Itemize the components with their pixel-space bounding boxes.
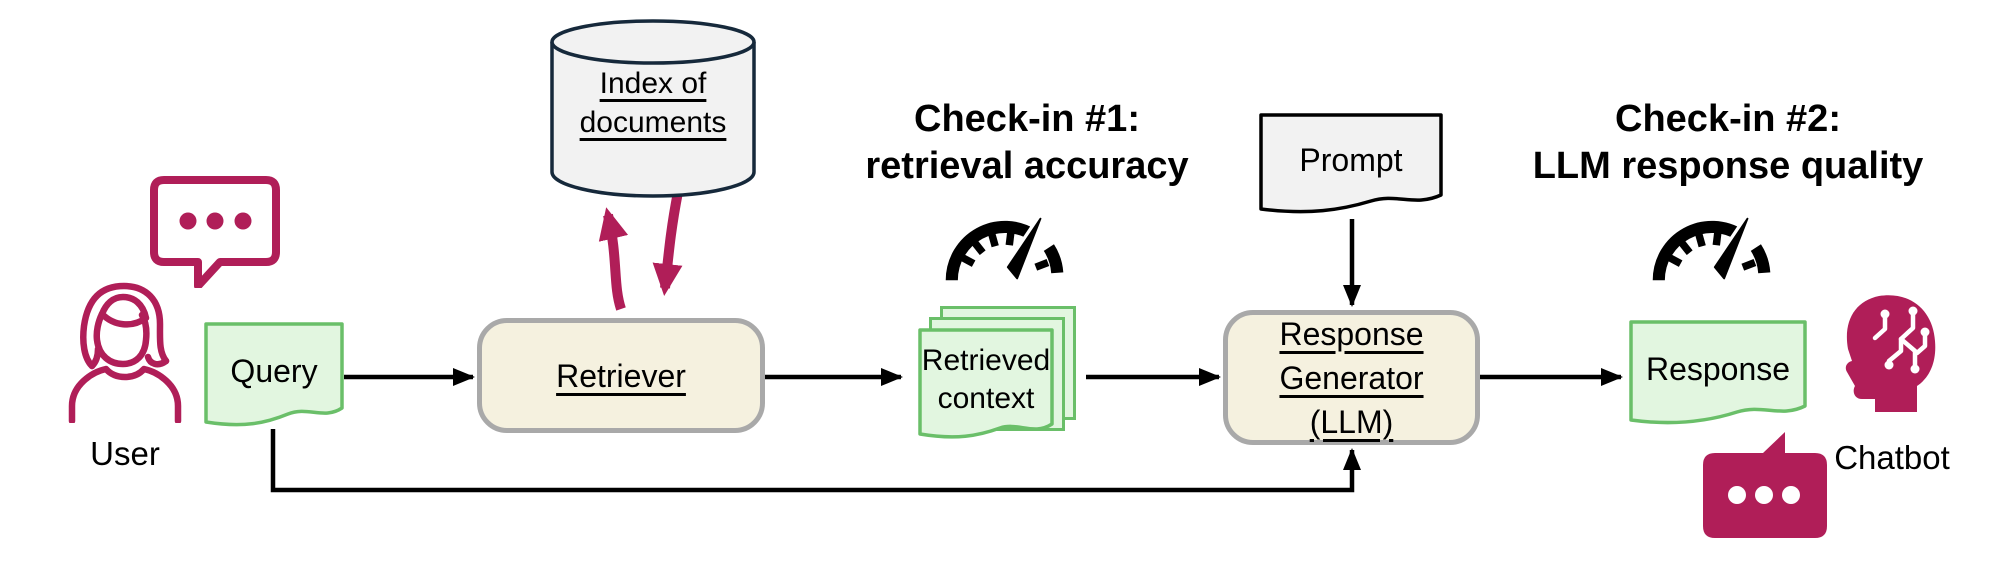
- arrow-query-to-generator-bypass: [270, 429, 1361, 493]
- query-doc-shape: [204, 322, 344, 427]
- user-speech-bubble-icon: [150, 176, 280, 288]
- response-generator-box: Response Generator (LLM): [1223, 310, 1480, 445]
- response-doc: Response: [1629, 320, 1807, 432]
- response-label: Response: [1645, 351, 1791, 387]
- retriever-box: Retriever: [477, 318, 765, 433]
- chatbot-label: Chatbot: [1834, 439, 1950, 476]
- index-cylinder: Index of documents: [548, 16, 758, 198]
- index-cylinder-shape: [550, 19, 756, 198]
- retriever-label: Retriever: [556, 357, 686, 394]
- speedometer-icon-1: [945, 214, 1064, 283]
- user-icon: [68, 282, 182, 423]
- prompt-doc: Prompt: [1259, 113, 1443, 219]
- query-label: Query: [230, 353, 318, 389]
- chatbot-speech-bubble-icon: [1703, 432, 1827, 538]
- retrieved-context-stack: Retrieved context: [918, 306, 1076, 446]
- response-doc-shape: [1629, 320, 1807, 425]
- chatbot-head-icon: [1845, 295, 1936, 412]
- user-label: User: [90, 435, 160, 472]
- index-label: Index of documents: [579, 67, 727, 139]
- retrieved-context-label: Retrieved context: [921, 344, 1051, 415]
- prompt-doc-shape: [1259, 113, 1443, 214]
- checkin2-heading: Check-in #2: LLM response quality: [1532, 98, 1924, 187]
- arrow-retriever-to-index: [598, 207, 629, 311]
- query-doc: Query: [204, 322, 344, 434]
- arrow-index-to-retriever: [652, 191, 683, 296]
- speedometer-icon-2: [1652, 214, 1771, 283]
- checkin1-heading: Check-in #1: retrieval accuracy: [865, 98, 1189, 187]
- prompt-label: Prompt: [1299, 142, 1403, 178]
- response-generator-label: Response Generator (LLM): [1279, 315, 1424, 440]
- retrieved-context-page-front: [918, 328, 1054, 439]
